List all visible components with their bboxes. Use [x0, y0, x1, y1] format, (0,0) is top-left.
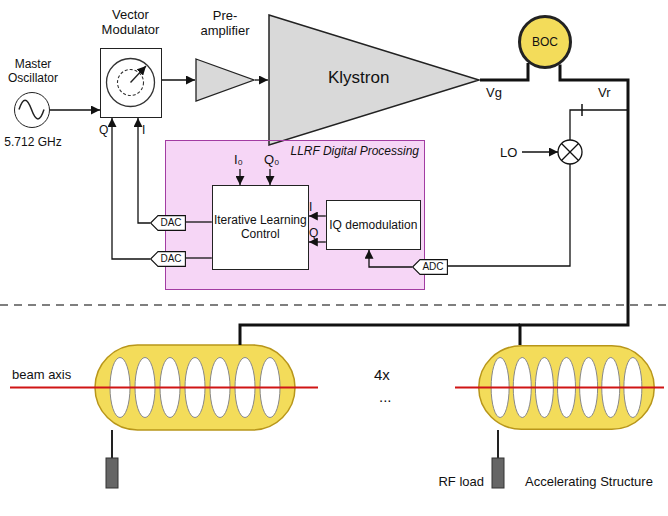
panel-fill-group [165, 140, 425, 290]
node-text: BOC [532, 35, 558, 49]
converter-shape: DAC [150, 251, 186, 267]
rf-load-block [106, 458, 118, 488]
signal-name: Vg [486, 85, 502, 100]
heading-text: Master Oscillator [1, 57, 65, 85]
signal-name: LO [500, 145, 517, 160]
signal-connector [186, 221, 212, 222]
heading-text: Vector Modulator [91, 7, 171, 37]
preamplifier-triangle-art [195, 58, 255, 102]
setpoint-name: Q₀ [264, 152, 280, 167]
accelerating-structure-art [478, 345, 655, 430]
accelerating-structure: Accelerating Structure [478, 345, 655, 430]
llrf-panel: LLRF Digital ProcessingIterative Learnin… [165, 140, 425, 290]
signal-connector [309, 215, 326, 216]
load-wire [111, 430, 113, 458]
signal-connector [369, 250, 412, 267]
converter-shape: ADC [412, 259, 448, 275]
coupler-mark [581, 104, 583, 116]
axis-label: beam axis [12, 367, 71, 382]
signal-connector [50, 109, 100, 110]
boc-circle: BOC [518, 15, 572, 69]
setpoint-arrow [269, 169, 270, 185]
signal-name: I [142, 124, 145, 137]
oscillator-circle-art [15, 93, 48, 126]
heading-text: Accelerating Structure [525, 474, 653, 489]
count-label: 4x [374, 366, 390, 383]
beam-axis-line [10, 387, 318, 389]
part-label: RF load [428, 474, 484, 489]
node-text: DAC [154, 217, 181, 229]
panel-fill [165, 140, 425, 290]
signal-connector [309, 241, 326, 242]
node-text: IQ demodulation [329, 218, 417, 232]
signal-connector [162, 79, 195, 80]
vector-modulator-box-art [101, 49, 160, 116]
process-box: Iterative Learning Control [212, 185, 309, 270]
klystron-triangle: Klystron [268, 14, 480, 146]
signal-name: Q [99, 124, 108, 137]
ellipsis-label: ... [379, 388, 392, 405]
vector-modulator-box: Vector Modulator [100, 48, 162, 118]
signal-connector [186, 257, 212, 258]
rf-load-block [492, 458, 504, 488]
node-text: Klystron [328, 68, 389, 88]
signal-name: Vr [598, 85, 611, 100]
signal-name: I [309, 201, 312, 214]
waveguide-connector [520, 64, 628, 345]
signal-connector [138, 118, 150, 223]
node-text: Iterative Learning Control [213, 213, 308, 241]
preamplifier-triangle: Pre- amplifier [195, 58, 255, 102]
mixer-circle [558, 140, 582, 164]
oscillator-circle: Master Oscillator5.712 GHz [14, 92, 50, 128]
waveguide-connector [480, 63, 528, 80]
signal-connector [255, 79, 268, 80]
mixer-output-line [448, 164, 570, 266]
signal-connector [112, 118, 150, 259]
converter-shape: DAC [150, 215, 186, 231]
separator-dashed-line [0, 304, 668, 305]
heading-text: Pre- amplifier [193, 8, 257, 38]
coupler-line [570, 110, 628, 140]
frequency-text: 5.712 GHz [1, 135, 65, 149]
node-text: ADC [416, 261, 443, 273]
process-box: IQ demodulation [326, 200, 421, 250]
node-text: DAC [154, 253, 181, 265]
panel-heading: LLRF Digital Processing [266, 144, 419, 158]
setpoint-arrow [239, 169, 240, 185]
mixer-cross [562, 144, 579, 161]
mixer-cross [562, 144, 579, 161]
signal-name: Q [309, 227, 318, 240]
load-wire [497, 430, 499, 458]
setpoint-name: I₀ [234, 152, 243, 167]
waveguide-branch [240, 325, 520, 345]
lo-arrow [522, 151, 558, 152]
